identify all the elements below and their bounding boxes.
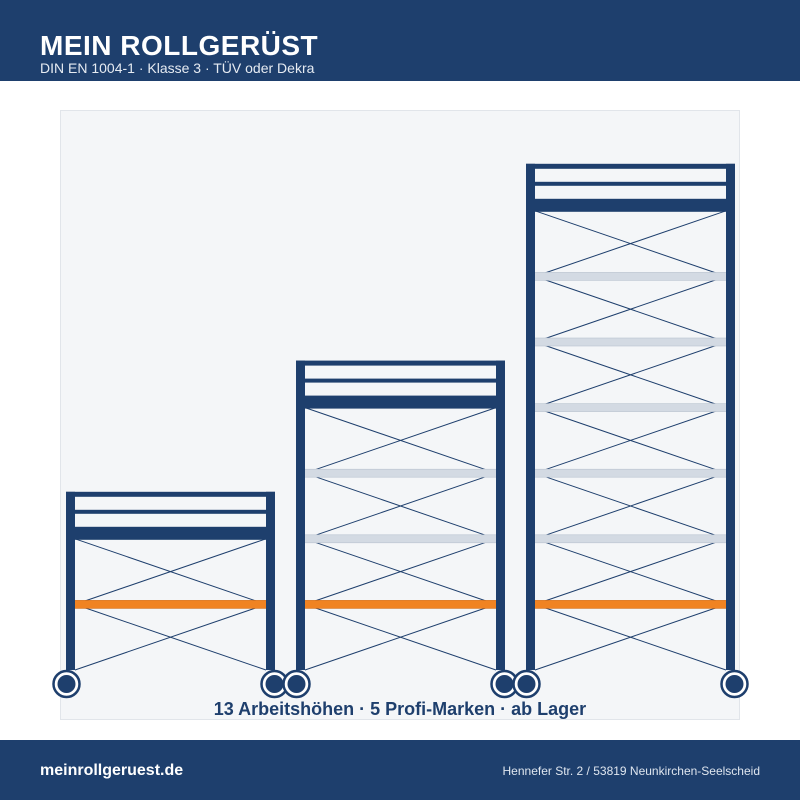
right-post xyxy=(496,360,505,670)
wheel-hub xyxy=(265,675,284,693)
platform xyxy=(527,272,734,281)
brace-line xyxy=(534,407,727,474)
mid-guardrail xyxy=(66,509,275,514)
brace-line xyxy=(534,538,727,605)
top-guardrail xyxy=(296,360,505,366)
platform xyxy=(527,468,734,478)
brand-subtitle: DIN EN 1004-1 · Klasse 3 · TÜV oder Dekr… xyxy=(40,60,315,76)
top-platform xyxy=(526,198,735,212)
company-address: Hennefer Str. 2 / 53819 Neunkirchen-Seel… xyxy=(502,764,761,778)
top-platform xyxy=(66,526,275,540)
wheel-hub xyxy=(495,675,514,693)
highlight-platform xyxy=(297,600,504,609)
top-guardrail xyxy=(526,163,735,169)
header-bar: MEIN ROLLGERÜST DIN EN 1004-1 · Klasse 3… xyxy=(0,0,800,81)
left-post xyxy=(526,163,535,671)
scaffold-illustration xyxy=(52,163,749,699)
mid-guardrail xyxy=(526,181,735,186)
brace-line xyxy=(534,341,727,409)
wheel-hub xyxy=(725,675,744,693)
right-post xyxy=(266,491,275,670)
mid-guardrail xyxy=(296,378,505,383)
wheel-hub xyxy=(287,675,306,693)
brace-line xyxy=(534,603,727,671)
brace-line xyxy=(534,472,727,540)
brace-line xyxy=(74,603,267,671)
platform xyxy=(297,468,504,478)
footer-bar: meinrollgeruest.de Hennefer Str. 2 / 538… xyxy=(0,740,800,800)
wheel-hub xyxy=(57,675,76,693)
top-platform xyxy=(296,395,505,409)
left-post xyxy=(66,491,75,670)
brace-line xyxy=(304,407,497,474)
brace-line xyxy=(534,275,727,343)
wheel-hub xyxy=(517,675,536,693)
brand-title: MEIN ROLLGERÜST xyxy=(40,30,319,61)
platform xyxy=(297,534,504,544)
highlight-platform xyxy=(67,600,274,609)
platform xyxy=(527,403,734,412)
brace-line xyxy=(534,210,727,277)
right-post xyxy=(726,163,735,671)
top-guardrail xyxy=(66,491,275,497)
website-link[interactable]: meinrollgeruest.de xyxy=(40,762,184,779)
highlight-platform xyxy=(527,600,734,609)
brace-line xyxy=(304,538,497,605)
brace-line xyxy=(74,538,267,605)
tagline: 13 Arbeitshöhen · 5 Profi-Marken · ab La… xyxy=(213,699,587,719)
platform xyxy=(527,337,734,347)
left-post xyxy=(296,360,305,670)
platform xyxy=(527,534,734,544)
brace-line xyxy=(304,472,497,540)
brace-line xyxy=(304,603,497,671)
